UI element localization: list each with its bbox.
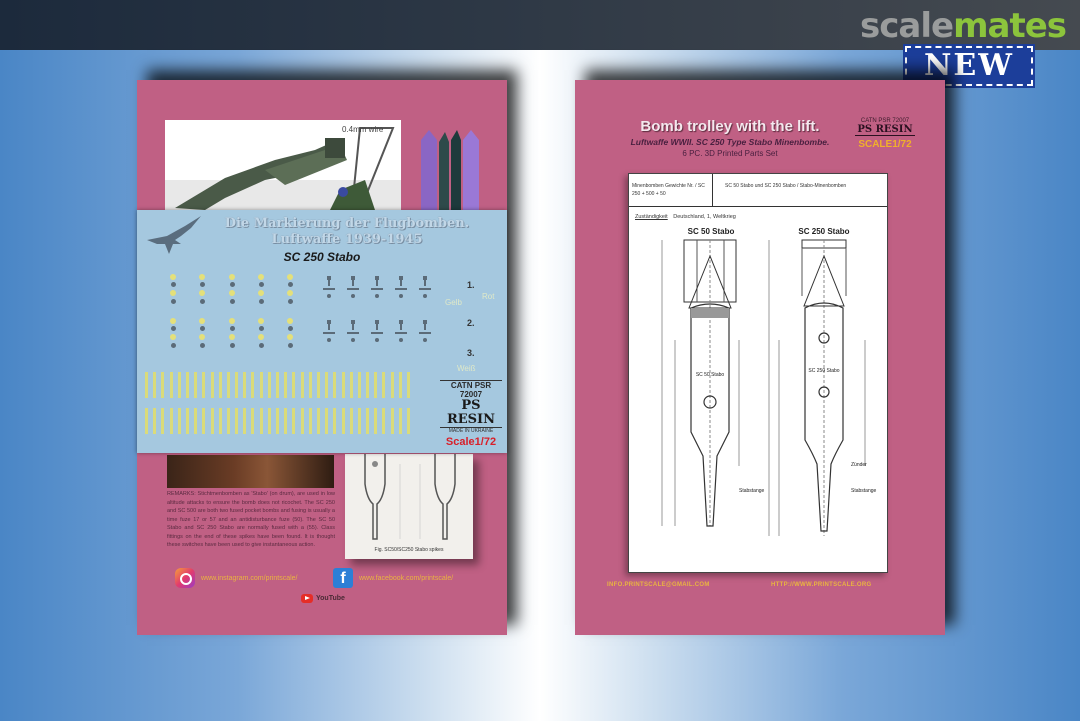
instagram-link[interactable]: www.instagram.com/printscale/: [175, 568, 297, 588]
decal-number-1: 1.: [467, 280, 475, 290]
svg-text:Stabstange: Stabstange: [739, 488, 765, 494]
decal-number-2: 2.: [467, 318, 475, 328]
drawing-caption: Fig. SC50/SC250 Stabo spikes: [374, 547, 444, 553]
new-badge: NEW: [903, 44, 1035, 88]
sheet-info-line: Zuständigkeit Deutschland, 1, Weltkrieg: [635, 214, 736, 220]
product-title: Bomb trolley with the lift.: [640, 118, 820, 135]
bomb-photo: [167, 455, 334, 488]
drawing1-title: SC 50 Stabo: [688, 227, 735, 236]
sheet-info-value: Deutschland, 1, Weltkrieg: [673, 214, 736, 220]
product-subtitle: Luftwaffe WWII. SC 250 Type Stabo Minenb…: [630, 137, 830, 147]
youtube-link[interactable]: YouTube: [301, 594, 345, 603]
footer-website-link[interactable]: HTTP://WWW.PRINTSCALE.ORG: [771, 582, 872, 588]
decal-title: Die Markierung der Flugbomben. Luftwaffe…: [197, 216, 497, 248]
sheet-header-right: SC 50 Stabo und SC 250 Stabo / Stabo-Min…: [725, 183, 847, 189]
decal-sheet: Die Markierung der Flugbomben. Luftwaffe…: [137, 210, 507, 453]
logo-text-scale: scale: [860, 6, 954, 46]
decal-label-rot: Rot: [482, 292, 495, 301]
brand-block: CATN PSR 72007 PS RESIN SCALE1/72: [855, 118, 915, 150]
decal-stripes-row-2: [145, 408, 410, 434]
technical-drawing-sheet: Minenbomben Gewichte Nr. / SC 250 + 500 …: [628, 173, 888, 573]
annotation-rod: Stabstange: [851, 488, 877, 494]
decal-number-3: 3.: [467, 348, 475, 358]
stabo-spike-drawing: Fig. SC50/SC250 Stabo spikes: [345, 454, 473, 559]
decal-label-gelb: Gelb: [445, 298, 462, 307]
bomb-technical-drawing: SC 50 Stabo SC 50 Stabo SC 250 Stabo SC …: [661, 227, 877, 536]
decal-label-weiss: Weiß: [457, 364, 476, 373]
sheet-info-label: Zuständigkeit: [635, 214, 668, 220]
decal-stripes-row-1: [145, 372, 410, 398]
resin-parts-image: [421, 130, 479, 210]
decal-brand-code: CATN PSR 72007: [440, 380, 502, 399]
scalemates-logo[interactable]: scalemates: [860, 6, 1067, 46]
wire-label: 0.4mm wire: [342, 125, 384, 134]
product-set-info: 6 PC. 3D Printed Parts Set: [682, 149, 778, 158]
instagram-url[interactable]: www.instagram.com/printscale/: [201, 574, 298, 582]
sheet-header: Minenbomben Gewichte Nr. / SC 250 + 500 …: [629, 174, 887, 207]
decal-brand-origin: MADE IN UKRAINE: [448, 428, 494, 434]
brand-scale: SCALE1/72: [858, 139, 912, 150]
facebook-link[interactable]: f www.facebook.com/printscale/: [333, 568, 453, 588]
decal-brand-block: CATN PSR 72007 PS RESIN MADE IN UKRAINE …: [440, 380, 502, 448]
youtube-label[interactable]: YouTube: [316, 595, 345, 602]
decal-brand-name: PS RESIN: [440, 399, 502, 428]
spike-diagram: [364, 454, 456, 540]
facebook-icon: f: [333, 568, 353, 588]
drawing1-label: SC 50 Stabo: [696, 372, 725, 378]
drawing2-title: SC 250 Stabo: [798, 227, 849, 236]
logo-text-mates: mates: [953, 6, 1067, 46]
instagram-icon: [175, 568, 195, 588]
description-text: REMARKS: Stichtmenbomben as 'Stabo' (on …: [167, 491, 335, 548]
top-bar: scalemates: [0, 0, 1080, 50]
trolley-render-image: 0.4mm wire: [165, 120, 401, 210]
youtube-icon: [301, 594, 313, 603]
footer-email-link[interactable]: INFO.PRINTSCALE@GMAIL.COM: [607, 582, 710, 588]
luftwaffe-eagle-icon: [147, 216, 201, 254]
decal-brand-scale: Scale1/72: [445, 436, 497, 448]
facebook-url[interactable]: www.facebook.com/printscale/: [359, 574, 454, 582]
brand-name: PS RESIN: [855, 124, 915, 136]
annotation-fuse: Zünder: [851, 462, 867, 468]
drawing2-label: SC 250 Stabo: [808, 368, 839, 374]
brand-code: CATN PSR 72007: [860, 118, 910, 124]
trolley-illustration: [165, 127, 401, 210]
sheet-header-left: Minenbomben Gewichte Nr. / SC 250 + 500 …: [629, 174, 713, 206]
instruction-sheet-right: Bomb trolley with the lift. Luftwaffe WW…: [575, 80, 945, 635]
decal-subtitle: SC 250 Stabo: [283, 250, 361, 264]
decal-title-line2: Luftwaffe 1939-1945: [271, 232, 423, 247]
decal-title-line1: Die Markierung der Flugbomben.: [224, 216, 470, 231]
